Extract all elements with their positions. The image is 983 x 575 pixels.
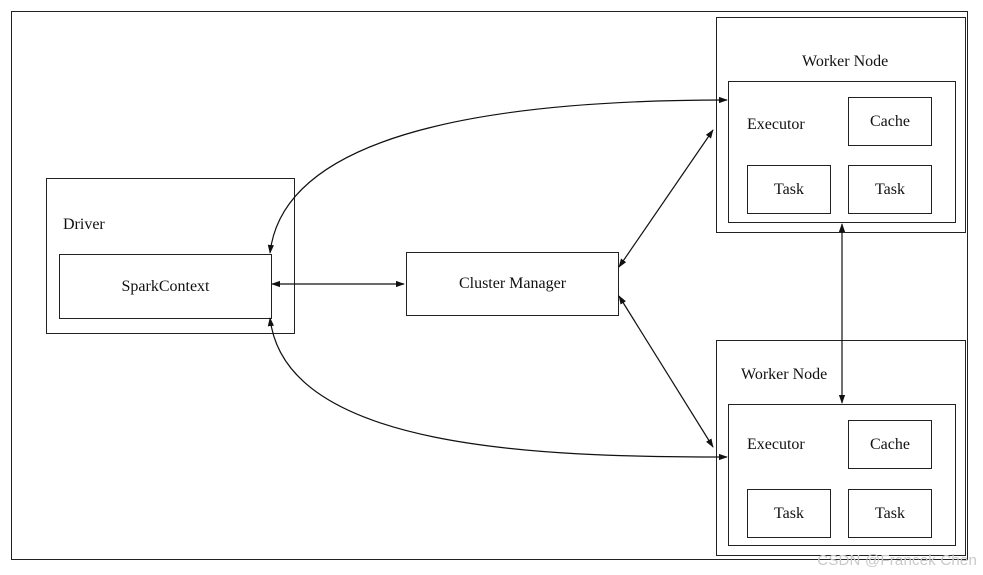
diagram-frame	[11, 11, 968, 560]
worker-node-1-title: Worker Node	[802, 53, 889, 70]
executor-label-1: Executor	[747, 116, 805, 133]
worker-node-2-title: Worker Node	[741, 366, 828, 383]
executor-box-1: Executor Cache Task Task	[728, 81, 956, 223]
driver-box: Driver SparkContext	[46, 178, 295, 334]
worker-node-2: Worker Node Executor Cache Task Task	[716, 340, 966, 556]
task-box-2a: Task	[747, 489, 831, 538]
cache-box-1: Cache	[848, 97, 932, 146]
task-label-1a: Task	[774, 180, 804, 198]
task-box-1a: Task	[747, 165, 831, 214]
cache-label-1: Cache	[870, 112, 910, 130]
cache-label-2: Cache	[870, 435, 910, 453]
task-label-2b: Task	[875, 504, 905, 522]
task-box-1b: Task	[848, 165, 932, 214]
driver-title: Driver	[63, 216, 105, 233]
spark-context-label: SparkContext	[121, 277, 210, 295]
spark-context-box: SparkContext	[59, 254, 272, 319]
executor-label-2: Executor	[747, 436, 805, 453]
cache-box-2: Cache	[848, 420, 932, 469]
task-box-2b: Task	[848, 489, 932, 538]
cluster-manager-label: Cluster Manager	[458, 275, 567, 292]
cluster-manager-box: Cluster Manager	[406, 252, 619, 316]
task-label-1b: Task	[875, 180, 905, 198]
worker-node-1: Worker Node Executor Cache Task Task	[716, 17, 966, 233]
executor-box-2: Executor Cache Task Task	[728, 404, 956, 546]
task-label-2a: Task	[774, 504, 804, 522]
watermark: CSDN @Francek Chen	[817, 552, 977, 569]
